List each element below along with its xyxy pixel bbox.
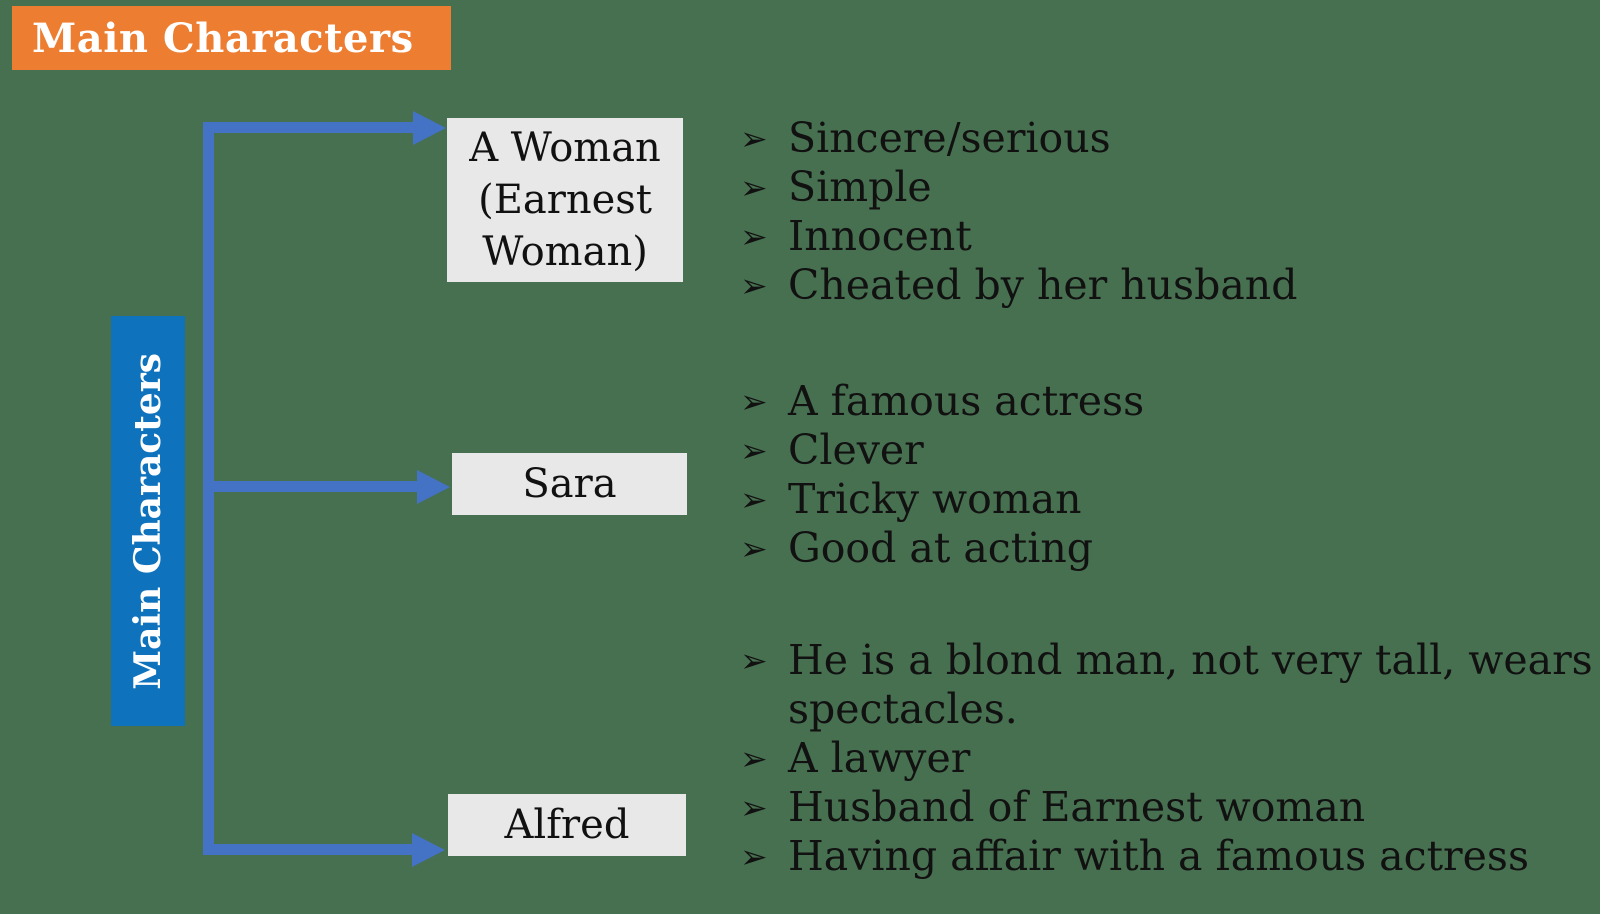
arrowhead-bullet-icon: ➢ [740, 837, 768, 876]
trait-text: A lawyer [788, 734, 971, 782]
slide-title-banner: Main Characters [12, 6, 451, 70]
arrowhead-bullet-icon: ➢ [740, 382, 768, 421]
arrowhead-bullet-icon: ➢ [740, 168, 768, 207]
traits-list-sara: ➢ A famous actress ➢ Clever ➢ Tricky wom… [740, 377, 1144, 573]
trait-item: ➢ A lawyer [740, 734, 1593, 783]
arrowhead-bullet-icon: ➢ [740, 788, 768, 827]
arrowhead-bullet-icon: ➢ [740, 119, 768, 158]
category-box-main-characters: Main Characters [111, 316, 185, 726]
trait-text: Simple [788, 163, 932, 211]
trait-item: ➢ Tricky woman [740, 475, 1144, 524]
arrowhead-top-icon [413, 111, 446, 145]
trait-item: ➢ Innocent [740, 212, 1297, 261]
trait-item: ➢ Having affair with a famous actress [740, 832, 1593, 881]
trait-text: Having affair with a famous actress [788, 832, 1530, 880]
category-label: Main Characters [127, 352, 169, 690]
trait-item: ➢ Cheated by her husband [740, 261, 1297, 310]
trait-text: He is a blond man, not very tall, wears … [788, 636, 1593, 733]
traits-list-alfred: ➢ He is a blond man, not very tall, wear… [740, 636, 1593, 881]
arrowhead-bullet-icon: ➢ [740, 217, 768, 256]
node-alfred: Alfred [448, 794, 686, 856]
trait-item: ➢ A famous actress [740, 377, 1144, 426]
trait-text: Cheated by her husband [788, 261, 1298, 309]
trait-text: Husband of Earnest woman [788, 783, 1366, 831]
connector-arm-bottom [203, 844, 412, 855]
node-a-woman: A Woman (Earnest Woman) [447, 118, 683, 282]
trait-text: Clever [788, 426, 924, 474]
trait-item: ➢ Husband of Earnest woman [740, 783, 1593, 832]
connector-arm-middle [203, 481, 417, 492]
arrowhead-bullet-icon: ➢ [740, 480, 768, 519]
trait-text: Good at acting [788, 524, 1093, 572]
slide-title: Main Characters [32, 14, 414, 62]
trait-text: Tricky woman [788, 475, 1082, 523]
arrowhead-bullet-icon: ➢ [740, 739, 768, 778]
traits-list-a-woman: ➢ Sincere/serious ➢ Simple ➢ Innocent ➢ … [740, 114, 1297, 310]
arrowhead-bullet-icon: ➢ [740, 641, 768, 680]
trait-item: ➢ Good at acting [740, 524, 1144, 573]
trait-item: ➢ Clever [740, 426, 1144, 475]
arrowhead-bullet-icon: ➢ [740, 266, 768, 305]
trait-item: ➢ Sincere/serious [740, 114, 1297, 163]
trait-text: Sincere/serious [788, 114, 1111, 162]
node-sara: Sara [452, 453, 687, 515]
arrowhead-middle-icon [417, 470, 450, 504]
arrowhead-bottom-icon [412, 833, 445, 867]
trait-text: A famous actress [788, 377, 1145, 425]
arrowhead-bullet-icon: ➢ [740, 431, 768, 470]
trait-text: Innocent [788, 212, 972, 260]
connector-arm-top [203, 122, 415, 133]
arrowhead-bullet-icon: ➢ [740, 529, 768, 568]
trait-item: ➢ He is a blond man, not very tall, wear… [740, 636, 1593, 734]
trait-item: ➢ Simple [740, 163, 1297, 212]
